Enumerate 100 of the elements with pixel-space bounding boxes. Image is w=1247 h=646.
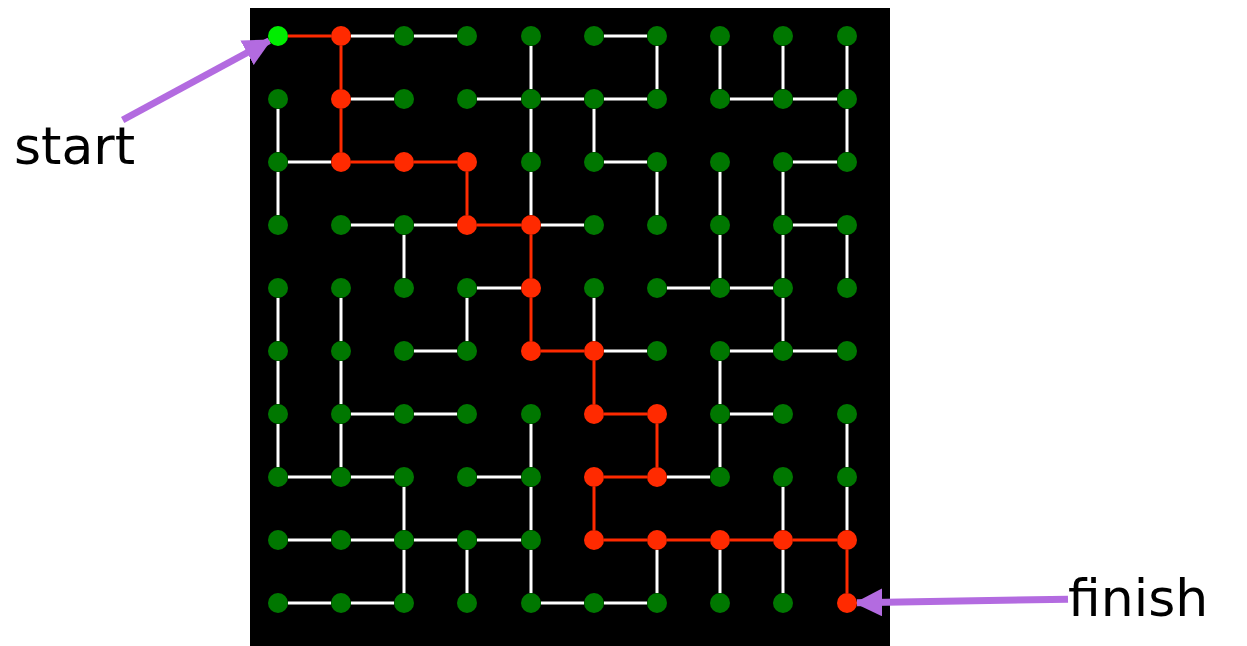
connector-line [541,223,584,227]
connector-line [529,235,533,278]
connector-line [793,538,837,542]
connector-line [477,97,521,101]
connector-line [339,109,343,152]
connector-line [667,538,710,542]
connector-line [351,538,394,542]
connector-line [288,34,331,38]
connector-line [402,235,406,278]
connector-line [730,412,773,416]
connector-line [288,160,331,164]
connector-line [655,550,659,593]
connector-line [477,538,521,542]
connector-line [845,550,849,593]
connector-line [781,46,785,89]
connector-line [351,412,394,416]
connector-line [288,538,331,542]
connector-line [592,109,596,152]
connector-line [465,550,469,593]
connector-line [781,235,785,278]
connector-line [541,97,584,101]
connector-line [604,34,647,38]
connector-line [655,424,659,467]
connector-line [604,412,647,416]
connector-line [793,349,837,353]
connector-line [667,286,710,290]
connector-line [655,46,659,89]
connector-line [592,361,596,404]
connector-line [339,361,343,404]
connector-line [288,601,331,605]
connector-line [718,172,722,215]
connector-line [781,487,785,530]
connector-line [414,412,457,416]
connector-line [781,172,785,215]
connector-line [845,424,849,467]
connector-line [339,424,343,467]
connector-line [402,487,406,530]
connector-line [604,538,647,542]
connector-line [351,34,394,38]
connector-line [781,298,785,341]
connector-line [667,475,710,479]
connector-line [414,538,457,542]
connector-line [414,349,457,353]
connector-line [655,172,659,215]
connector-line [276,424,280,467]
connector-line [351,601,394,605]
connector-line [541,349,584,353]
connector-line [529,109,533,152]
connector-line [604,160,647,164]
connector-line [845,235,849,278]
connector-line [793,223,837,227]
connector-line [604,349,647,353]
connector-line [276,109,280,152]
connector-line [414,160,457,164]
connector-line [845,109,849,152]
connector-line [477,286,521,290]
connector-line [718,46,722,89]
connector-line [339,298,343,341]
connector-line [718,550,722,593]
connector-line [529,487,533,530]
connector-line [402,550,406,593]
connector-line [730,286,773,290]
connector-line [529,172,533,215]
connector-line [414,223,457,227]
connector-line [339,46,343,89]
connector-line [718,424,722,467]
connector-line [529,424,533,467]
maze-label: finish [1068,572,1209,624]
connector-line [351,475,394,479]
connector-line [730,97,773,101]
connector-line [276,361,280,404]
connector-line [276,298,280,341]
connector-line [465,172,469,215]
connector-line [414,34,457,38]
connector-line [718,235,722,278]
connector-line [718,361,722,404]
connector-line [529,46,533,89]
connector-line [351,97,394,101]
connector-line [477,223,521,227]
connector-line [351,223,394,227]
arrow [120,37,272,124]
connector-line [465,298,469,341]
connector-line [592,487,596,530]
connector-line [351,160,394,164]
connector-line [845,46,849,89]
connector-line [604,475,647,479]
connector-line [604,97,647,101]
connector-line [477,475,521,479]
connector-line [529,298,533,341]
connector-line [604,601,647,605]
connector-line [730,349,773,353]
connector-line [541,601,584,605]
maze-label: start [14,120,136,172]
connector-line [288,475,331,479]
connector-line [276,172,280,215]
connector-line [781,550,785,593]
connector-line [730,538,773,542]
connector-line [845,487,849,530]
connector-line [793,160,837,164]
connector-line [592,298,596,341]
